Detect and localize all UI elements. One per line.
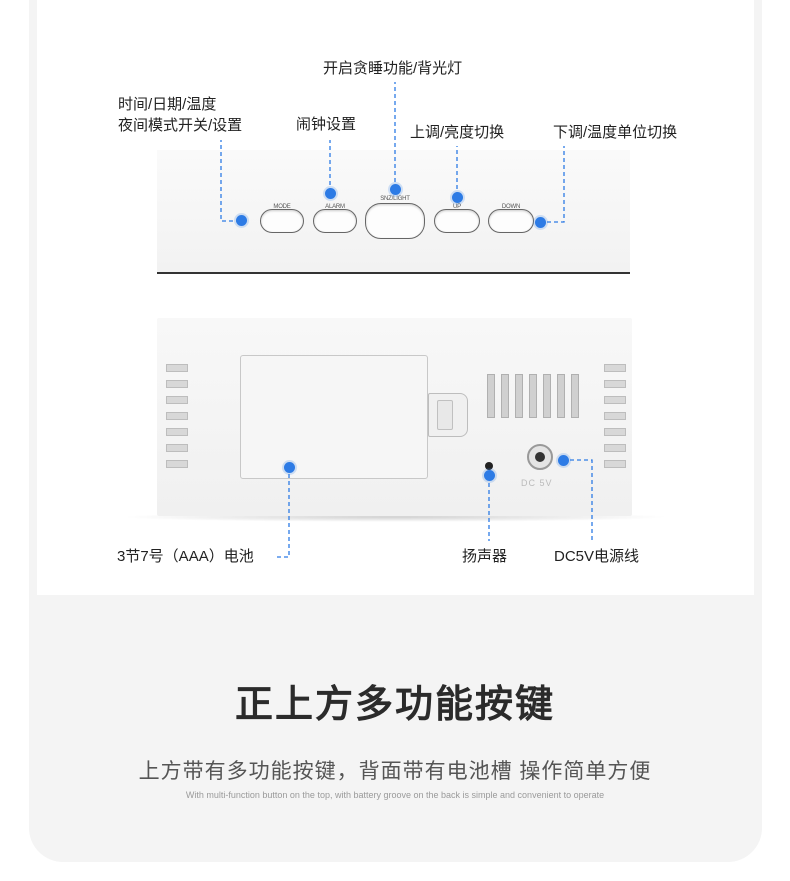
- right-vent: [604, 380, 626, 388]
- speaker-marker: [484, 470, 495, 481]
- mode-callout-line1: 时间/日期/温度: [118, 96, 217, 113]
- left-vent: [166, 412, 188, 420]
- snooze-light-button-label: SNZ/LIGHT: [380, 196, 410, 202]
- battery-cover[interactable]: [240, 355, 428, 479]
- down-button-label: DOWN: [501, 204, 521, 210]
- mode-button[interactable]: [260, 209, 304, 233]
- snooze-marker: [390, 184, 401, 195]
- snooze-light-button[interactable]: [365, 203, 425, 239]
- battery-callout: 3节7号（AAA）电池: [117, 548, 254, 565]
- battery-cover-tab[interactable]: [428, 393, 468, 437]
- down-button[interactable]: [488, 209, 534, 233]
- speaker-grill: [557, 374, 565, 418]
- power-marker: [558, 455, 569, 466]
- alarm-callout: 闹钟设置: [296, 116, 357, 133]
- right-vent: [604, 460, 626, 468]
- alarm-button[interactable]: [313, 209, 357, 233]
- up-button[interactable]: [434, 209, 480, 233]
- mode-marker: [236, 215, 247, 226]
- speaker-grill: [529, 374, 537, 418]
- right-vent: [604, 428, 626, 436]
- right-vent: [604, 444, 626, 452]
- speaker-callout: 扬声器: [462, 548, 508, 565]
- tab-grip: [437, 400, 453, 430]
- page-title: 正上方多功能按键: [234, 684, 555, 726]
- speaker-grill: [543, 374, 551, 418]
- jack-pin: [535, 452, 545, 462]
- mode-callout-line2: 夜间模式开关/设置: [118, 117, 243, 134]
- left-vent: [166, 396, 188, 404]
- up-marker: [452, 192, 463, 203]
- speaker-hole: [485, 462, 493, 470]
- speaker-grill: [501, 374, 509, 418]
- left-vent: [166, 364, 188, 372]
- mode-button-label: MODE: [273, 204, 291, 210]
- device-shadow: [120, 512, 670, 522]
- alarm-marker: [325, 188, 336, 199]
- english-caption: With multi-function button on the top, w…: [185, 790, 605, 800]
- left-vent: [166, 460, 188, 468]
- left-vent: [166, 428, 188, 436]
- speaker-grill: [515, 374, 523, 418]
- speaker-grill: [571, 374, 579, 418]
- mode-callout: 时间/日期/温度 夜间模式开关/设置: [118, 94, 242, 136]
- down-callout: 下调/温度单位切换: [553, 124, 678, 141]
- right-vent: [604, 364, 626, 372]
- battery-marker: [284, 462, 295, 473]
- dc-mark: DC 5V: [521, 478, 553, 488]
- right-vent: [604, 412, 626, 420]
- dc-power-jack[interactable]: [527, 444, 553, 470]
- alarm-button-label: ALARM: [325, 204, 345, 210]
- up-button-label: UP: [453, 204, 461, 210]
- right-vent: [604, 396, 626, 404]
- up-callout: 上调/亮度切换: [410, 124, 505, 141]
- down-marker: [535, 217, 546, 228]
- speaker-grill: [487, 374, 495, 418]
- power-callout: DC5V电源线: [554, 548, 640, 565]
- snooze-callout: 开启贪睡功能/背光灯: [323, 60, 463, 77]
- left-vent: [166, 380, 188, 388]
- page-subtitle: 上方带有多功能按键，背面带有电池槽 操作简单方便: [138, 760, 652, 783]
- left-vent: [166, 444, 188, 452]
